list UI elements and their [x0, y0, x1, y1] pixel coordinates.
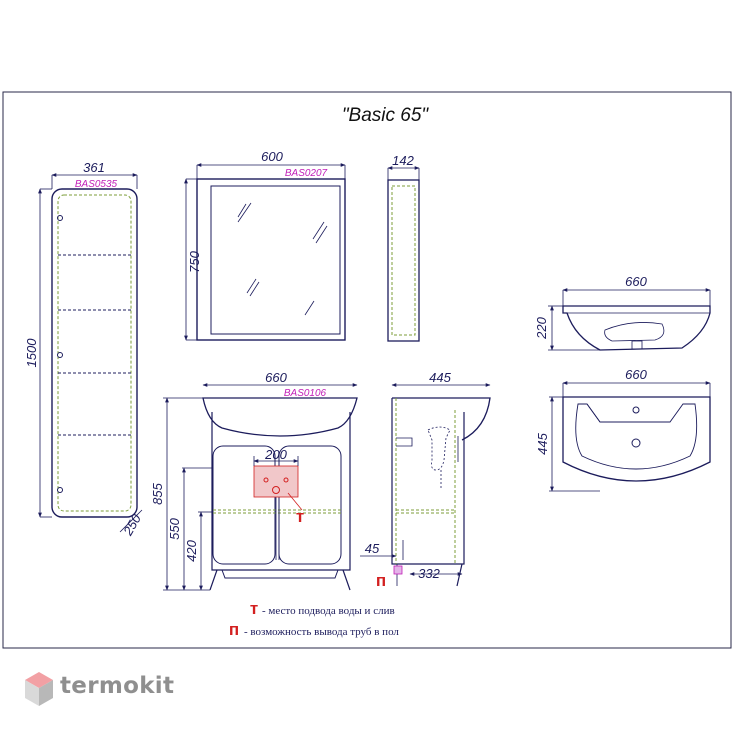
mirror-height-label: 750 — [187, 250, 202, 272]
vanity-cabinet — [163, 383, 358, 591]
column-height-label: 1500 — [24, 338, 39, 368]
vanity-body-height-label: 550 — [167, 517, 182, 539]
column-cabinet — [38, 173, 143, 533]
brand-name: termokit — [60, 673, 175, 699]
mirror-code-label: BAS0207 — [285, 168, 328, 179]
drawing-title: "Basic 65" — [342, 105, 430, 126]
column-code-label: BAS0535 — [75, 179, 118, 190]
vanity-total-height-label: 855 — [150, 482, 165, 504]
column-width-label: 361 — [83, 160, 105, 175]
legend-floor-text: - возможность вывода труб в пол — [244, 626, 399, 638]
pipe-zone-width-label: 200 — [264, 447, 287, 462]
vanity-width-label: 660 — [265, 370, 287, 385]
mirror-depth-label: 142 — [392, 153, 414, 168]
mirror-side-view — [387, 166, 420, 342]
sink-side-width-label: 660 — [625, 274, 647, 289]
sink-top-width-label: 660 — [625, 367, 647, 382]
vanity-shelf-height-label: 420 — [184, 539, 199, 561]
vanity-side-depth-label: 445 — [429, 370, 451, 385]
vanity-side-body-depth-label: 332 — [418, 566, 440, 581]
legend: т - место подвода воды и слив п - возмож… — [229, 599, 400, 639]
water-supply-marker: т — [296, 507, 304, 526]
floor-outlet-marker: п — [376, 571, 386, 590]
sink-top-view — [549, 381, 711, 492]
sink-side-height-label: 220 — [534, 316, 549, 339]
sink-top-depth-label: 445 — [535, 432, 550, 454]
vanity-side-offset-label: 45 — [365, 541, 380, 556]
legend-water-symbol: т — [250, 599, 258, 618]
legend-floor-symbol: п — [229, 620, 239, 639]
brand-logo-icon — [22, 670, 56, 715]
mirror-width-label: 600 — [261, 149, 283, 164]
mirror-cabinet — [184, 163, 346, 341]
vanity-side-view — [360, 383, 491, 587]
sink-side-view — [548, 288, 711, 351]
column-depth-label: 250 — [120, 511, 145, 539]
legend-water-text: - место подвода воды и слив — [262, 605, 395, 617]
drawing-frame — [2, 91, 732, 649]
vanity-code-label: BAS0106 — [284, 388, 327, 399]
